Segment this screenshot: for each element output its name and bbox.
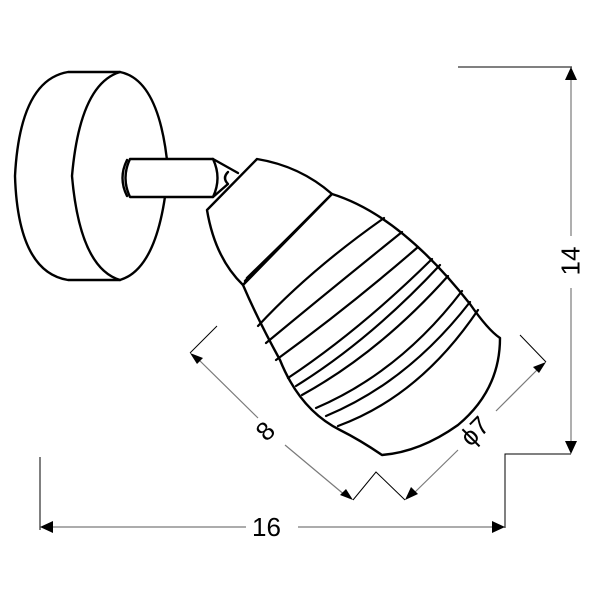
width-dimension: [39, 457, 505, 533]
width-label: 16: [252, 512, 281, 542]
arrow-sw-icon: [405, 487, 418, 500]
arrow-se-icon: [340, 489, 353, 500]
wall-plate: [13, 70, 170, 282]
height-label: 14: [555, 246, 586, 276]
arrow-ne-icon: [533, 362, 546, 373]
shade-length-dimension: [189, 325, 406, 501]
shade-diameter-dimension: [405, 334, 547, 500]
arrow-up-icon: [565, 67, 577, 80]
arrow-right-icon: [492, 521, 505, 533]
height-dimension: [458, 66, 577, 528]
arrow-left-icon: [40, 521, 53, 533]
arrow-down-icon: [565, 441, 577, 454]
glass-shade: [241, 192, 502, 457]
arrow-nw-icon: [190, 353, 203, 364]
arm-rod: [121, 157, 240, 199]
